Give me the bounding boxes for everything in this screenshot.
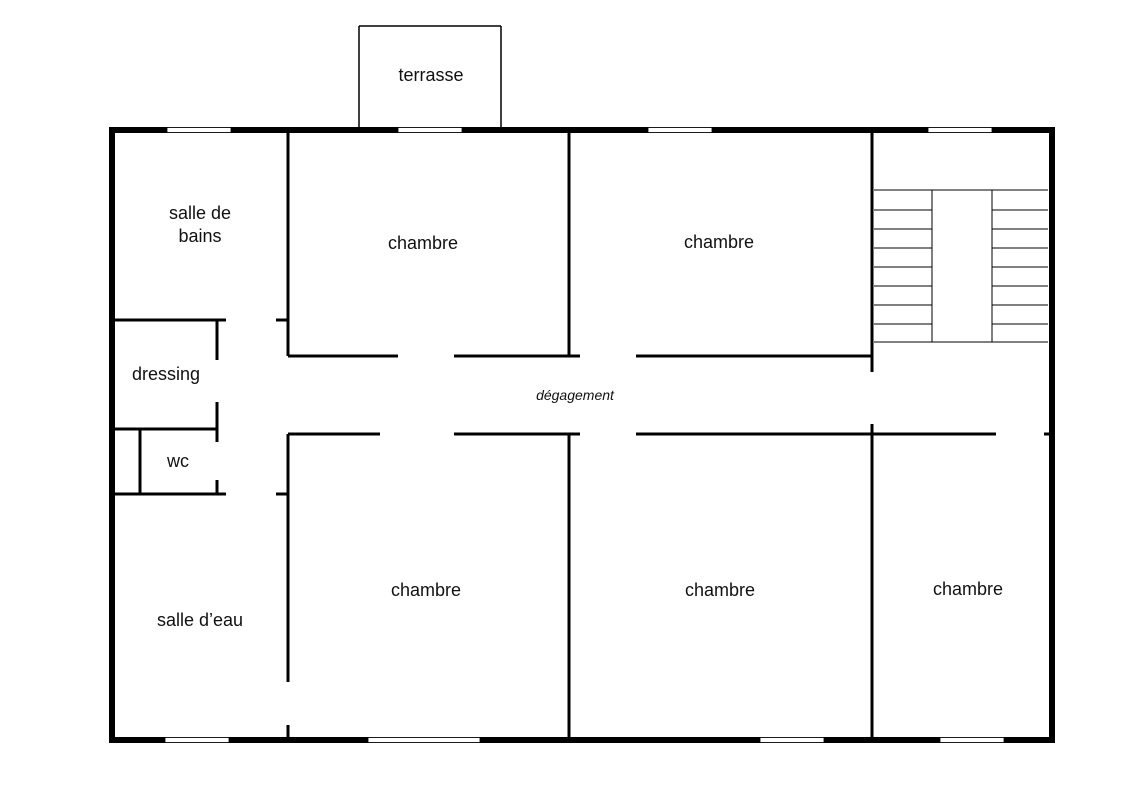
interior-walls — [112, 130, 1052, 740]
room-label-terrasse: terrasse — [398, 65, 463, 85]
window — [166, 127, 232, 133]
terrace-outline — [358, 25, 502, 128]
staircase — [874, 189, 1048, 343]
room-label-chambre-top-2: chambre — [684, 232, 754, 252]
window — [647, 127, 713, 133]
room-label-salle-de-bains-line2: bains — [178, 226, 221, 246]
windows — [164, 127, 1005, 743]
room-label-chambre-bottom-1: chambre — [391, 580, 461, 600]
room-label-salle-de-bains-line1: salle de — [169, 203, 231, 223]
room-label-degagement: dégagement — [536, 387, 615, 403]
window — [367, 737, 481, 743]
room-label-chambre-top-1: chambre — [388, 233, 458, 253]
window — [397, 127, 463, 133]
room-label-chambre-bottom-2: chambre — [685, 580, 755, 600]
room-label-wc: wc — [166, 451, 189, 471]
window — [164, 737, 230, 743]
window — [759, 737, 825, 743]
room-label-salle-deau: salle d’eau — [157, 610, 243, 630]
room-label-chambre-bottom-3: chambre — [933, 579, 1003, 599]
window — [927, 127, 993, 133]
room-label-dressing: dressing — [132, 364, 200, 384]
window — [939, 737, 1005, 743]
